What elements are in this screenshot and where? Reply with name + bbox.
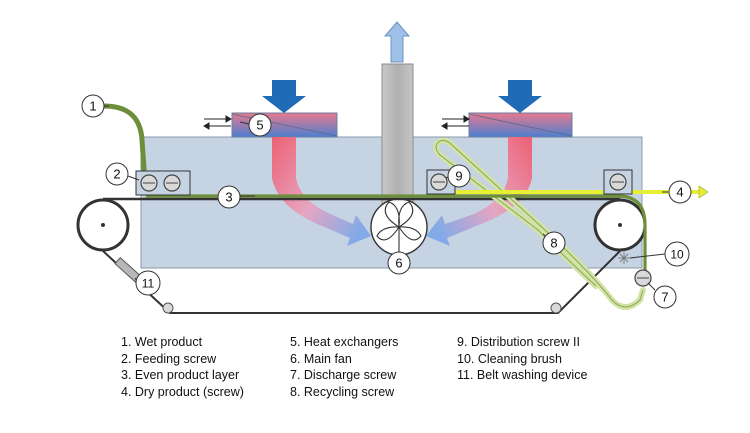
legend-item: 8. Recycling screw [290, 384, 395, 399]
callout-3-label: 3 [225, 190, 232, 205]
callout-2-label: 2 [113, 167, 120, 182]
callout-7: 7 [653, 285, 677, 309]
callout-10-label: 10 [670, 248, 684, 262]
legend-item: 4. Dry product (screw) [121, 384, 244, 399]
legend-column-1: 1. Wet product 2. Feeding screw 3. Even … [121, 334, 244, 400]
callout-8-label: 8 [550, 236, 557, 251]
callout-9-label: 9 [455, 169, 462, 184]
legend-item: 10. Cleaning brush [457, 351, 562, 366]
airflow-arrows-left-icon [203, 115, 232, 130]
legend-column-3: 9. Distribution screw II 10. Cleaning br… [457, 334, 587, 384]
legend-item: 5. Heat exchangers [290, 335, 399, 349]
belt-roller-right [550, 302, 562, 314]
legend-item: 1. Wet product [121, 335, 203, 349]
callout-6: 6 [387, 251, 411, 275]
callout-6-label: 6 [395, 256, 402, 271]
legend-item: 2. Feeding screw [121, 351, 217, 366]
main-fan-icon [370, 198, 428, 256]
outlet-screw [603, 169, 633, 195]
callout-3: 3 [217, 185, 241, 209]
callout-4: 4 [668, 180, 692, 204]
exhaust-arrow-icon [383, 21, 411, 63]
legend-column-2: 5. Heat exchangers 6. Main fan 7. Discha… [290, 334, 398, 400]
feeding-screw [135, 170, 191, 196]
callout-4-label: 4 [676, 185, 683, 200]
callout-7-label: 7 [661, 290, 668, 305]
air-duct-left [272, 137, 371, 246]
discharge-screw [634, 269, 652, 287]
callout-2: 2 [105, 162, 129, 186]
legend-item: 6. Main fan [290, 351, 352, 366]
product-layer [146, 194, 647, 270]
callout-1-label: 1 [89, 99, 96, 114]
legend-item: 9. Distribution screw II [457, 335, 580, 349]
air-inlet-arrow-left-icon [262, 80, 306, 113]
air-inlet-arrow-right-icon [498, 80, 542, 113]
belt-roller-left [162, 302, 174, 314]
callout-10: 10 [664, 241, 690, 267]
callout-8: 8 [542, 231, 566, 255]
airflow-arrows-right-icon [441, 115, 470, 130]
callout-11-label: 11 [142, 277, 155, 291]
callout-5-label: 5 [256, 118, 263, 133]
callout-5: 5 [248, 113, 272, 137]
dry-product-arrow-icon [698, 185, 709, 199]
legend-item: 7. Discharge screw [290, 368, 397, 382]
callout-9: 9 [447, 164, 471, 188]
leader-lines [104, 105, 668, 291]
legend-item: 11. Belt washing device [457, 368, 588, 382]
cleaning-brush-icon [618, 252, 630, 264]
heat-exchanger-right [468, 112, 573, 138]
heat-exchanger-left [231, 112, 338, 138]
wet-product-line [101, 103, 148, 186]
callout-11: 11 [135, 270, 161, 296]
exhaust-chimney [381, 63, 414, 215]
recycling-screw-outline [435, 140, 644, 308]
legend-item: 3. Even product layer [121, 368, 240, 382]
callout-1: 1 [81, 94, 105, 118]
